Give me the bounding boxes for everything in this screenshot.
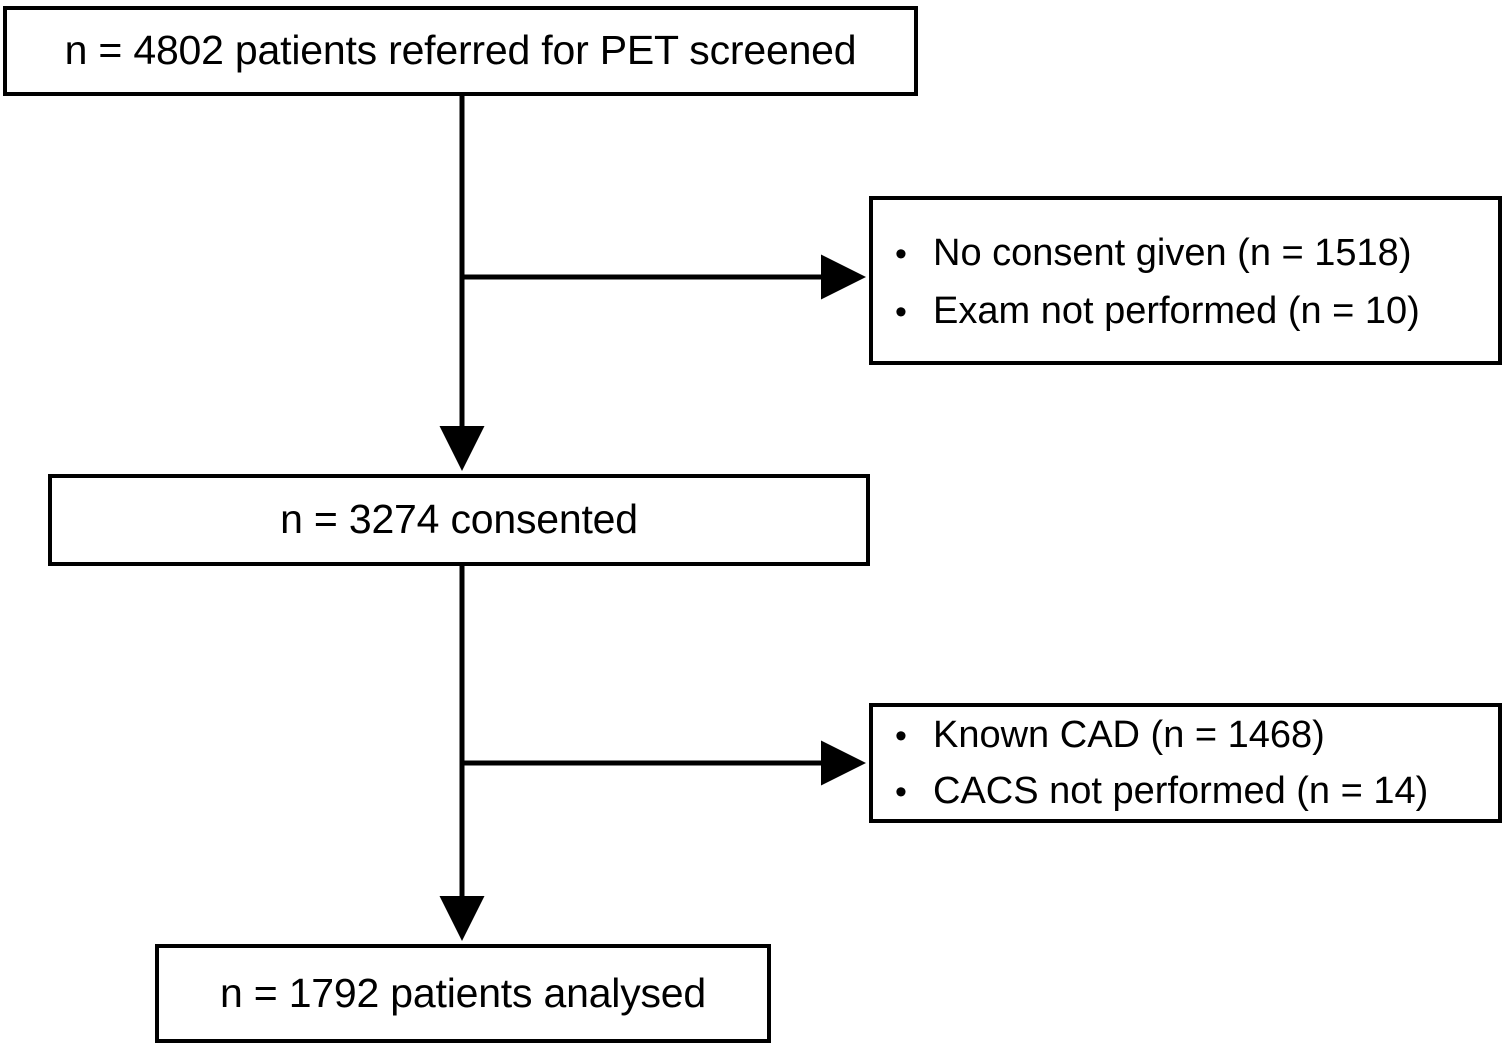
list-item: • Known CAD (n = 1468): [873, 716, 1498, 754]
bullet-icon: •: [895, 773, 907, 811]
exclusion-2-item-0-label: Known CAD (n = 1468): [933, 714, 1325, 756]
exclusion-1-item-0-label: No consent given (n = 1518): [933, 231, 1412, 274]
list-item: • CACS not performed (n = 14): [873, 772, 1498, 810]
node-consented-label: n = 3274 consented: [280, 496, 638, 543]
list-item: • No consent given (n = 1518): [873, 234, 1498, 272]
node-exclusion-1: • No consent given (n = 1518) • Exam not…: [869, 196, 1502, 365]
bullet-icon: •: [895, 292, 907, 331]
exclusion-2-list: • Known CAD (n = 1468) • CACS not perfor…: [873, 716, 1498, 810]
exclusion-1-list: • No consent given (n = 1518) • Exam not…: [873, 232, 1498, 330]
node-analysed-label: n = 1792 patients analysed: [219, 969, 707, 1016]
node-screened-label: n = 4802 patients referred for PET scree…: [64, 27, 857, 74]
node-analysed: n = 1792 patients analysed: [155, 944, 771, 1043]
node-screened: n = 4802 patients referred for PET scree…: [3, 6, 918, 96]
exclusion-2-item-1-label: CACS not performed (n = 14): [933, 770, 1429, 812]
bullet-icon: •: [895, 717, 907, 755]
list-item: • Exam not performed (n = 10): [873, 292, 1498, 330]
bullet-icon: •: [895, 234, 907, 273]
node-exclusion-2: • Known CAD (n = 1468) • CACS not perfor…: [869, 703, 1502, 823]
exclusion-1-item-1-label: Exam not performed (n = 10): [933, 289, 1420, 332]
node-consented: n = 3274 consented: [48, 474, 870, 566]
